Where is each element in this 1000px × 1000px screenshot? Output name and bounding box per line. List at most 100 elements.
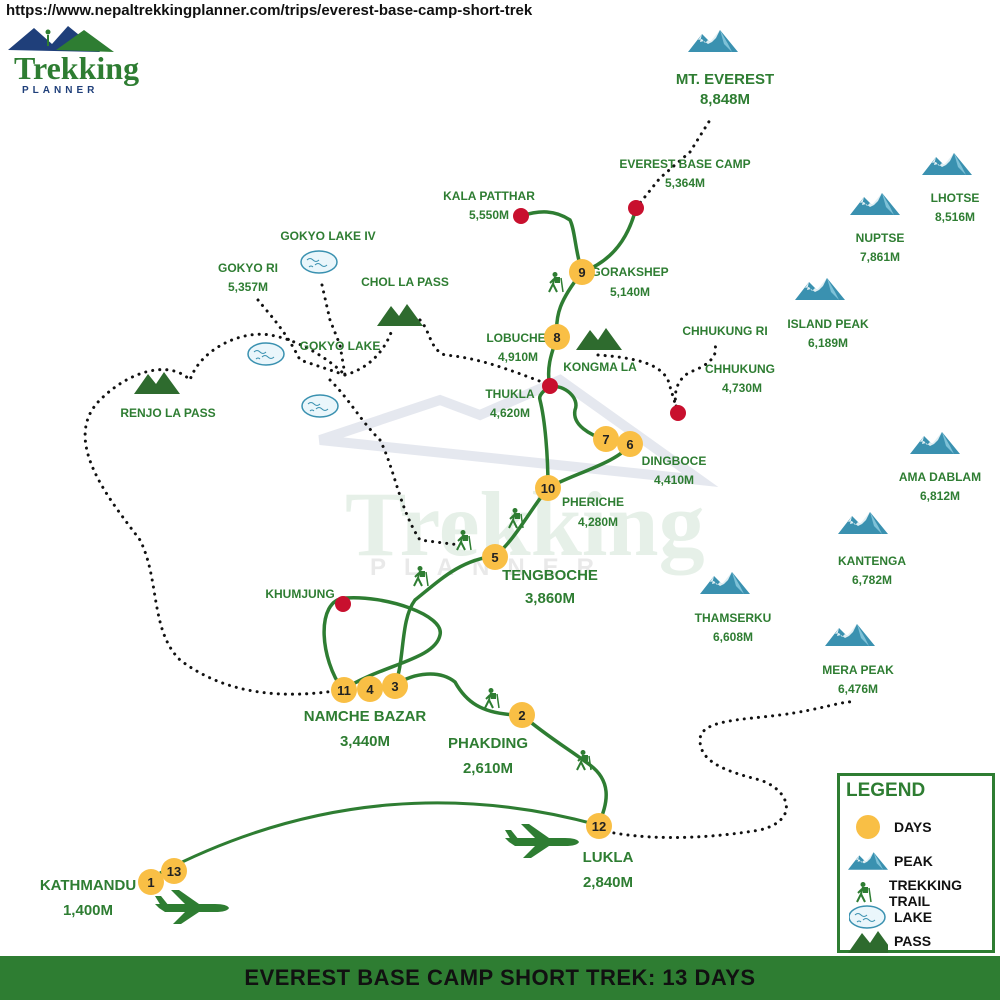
peak-name: THAMSERKU (695, 611, 772, 625)
place-name: LOBUCHE (486, 331, 545, 345)
trail-lukla-phakding (520, 713, 608, 827)
day-markers: 1 13 2 3 4 11 5 6 7 10 8 9 12 (138, 259, 643, 895)
peak-mt-everest: MT. EVEREST 8,848M (676, 30, 774, 108)
pass-name: RENJO LA PASS (120, 406, 215, 420)
legend-label: TREKKING TRAIL (888, 877, 963, 909)
map-legend: LEGEND DAYS PEAK TREKKING TRAIL LAKE PAS… (837, 773, 995, 953)
trail-gokyo-down (328, 378, 462, 547)
peak-elevation: 6,812M (920, 489, 960, 503)
trail-thukla-dingboche (548, 384, 608, 442)
place-name: LUKLA (583, 849, 634, 866)
place-name: TENGBOCHE (502, 567, 598, 584)
trekker-icon (548, 271, 564, 293)
trek-title: EVEREST BASE CAMP SHORT TREK: 13 DAYS (244, 965, 756, 990)
side-trails (83, 118, 857, 839)
day-marker: 5 (482, 544, 508, 570)
day-marker: 13 (161, 858, 187, 884)
place-elevation: 4,410M (654, 473, 694, 487)
place-elevation: 3,860M (525, 590, 575, 607)
trek-map: Trekking PLANNER (40, 30, 981, 924)
stop-marker (542, 378, 558, 394)
day-marker: 6 (617, 431, 643, 457)
day-number: 5 (491, 550, 498, 565)
peaks: MT. EVEREST 8,848M LHOTSE 8,516M NUPTSE … (676, 30, 981, 696)
day-number: 1 (147, 875, 154, 890)
trail-chol-thukla (418, 318, 552, 387)
place-name: GOKYO RI (218, 261, 278, 275)
company-logo: Trekking PLANNER (4, 22, 154, 100)
trail-gokyo-ri (256, 298, 347, 377)
peak-elevation: 6,608M (713, 630, 753, 644)
stop-marker (670, 405, 686, 421)
lakes: GOKYO LAKE IV GOKYO LAKE (247, 229, 380, 418)
day-marker: 11 (331, 677, 357, 703)
trail-phakding-namche (393, 672, 524, 717)
place-elevation: 5,357M (228, 280, 268, 294)
place-name: GORAKSHEP (591, 265, 668, 279)
day-number: 3 (391, 679, 398, 694)
place-elevation: 3,440M (340, 733, 390, 750)
logo-subtitle: PLANNER (22, 85, 99, 96)
passes: RENJO LA PASS CHOL LA PASS KONGMA LA (120, 275, 637, 420)
peak-icon (700, 572, 750, 594)
legend-label: LAKE (894, 909, 933, 925)
peak-thamserku: THAMSERKU 6,608M (695, 572, 772, 644)
day-marker: 7 (593, 426, 619, 452)
place-name: CHHUKUNG (705, 362, 775, 376)
lake-name: GOKYO LAKE IV (280, 229, 375, 243)
day-marker: 8 (544, 324, 570, 350)
plane-icon (155, 890, 229, 924)
peak-icon (795, 278, 845, 300)
place-elevation: 1,400M (63, 902, 113, 919)
lake-gokyo: GOKYO LAKE (300, 339, 380, 418)
day-marker: 1 (138, 869, 164, 895)
place-elevation: 4,730M (722, 381, 762, 395)
legend-item-lake: LAKE (848, 904, 932, 930)
peak-elevation: 6,782M (852, 573, 892, 587)
place-labels: EVEREST BASE CAMP 5,364M KALA PATTHAR 5,… (40, 157, 775, 919)
place-elevation: 5,364M (665, 176, 705, 190)
trail-renjo-loop (83, 332, 347, 696)
trail-namche-tengboche (393, 554, 497, 687)
day-marker: 4 (357, 676, 383, 702)
stop-marker (628, 200, 644, 216)
peak-icon (850, 193, 900, 215)
peak-elevation: 8,848M (700, 91, 750, 108)
place-elevation: 5,140M (610, 285, 650, 299)
pass-name: KONGMA LA (563, 360, 637, 374)
stop-marker (513, 208, 529, 224)
day-number: 7 (602, 432, 609, 447)
trail-gokyo-chol (343, 328, 394, 377)
peak-nuptse: NUPTSE 7,861M (850, 193, 904, 264)
day-number: 11 (337, 683, 351, 698)
plane-icon (505, 824, 579, 858)
peak-island-peak: ISLAND PEAK 6,189M (787, 278, 869, 350)
stop-markers (335, 200, 686, 612)
place-name: EVEREST BASE CAMP (619, 157, 750, 171)
lake-icon (300, 250, 338, 274)
place-name: PHERICHE (562, 495, 624, 509)
trail-mera (598, 700, 857, 839)
legend-label: PASS (894, 933, 932, 949)
trail-gokyo-lake-iv (320, 283, 347, 377)
trekker-icon (576, 749, 592, 771)
day-number: 2 (518, 708, 525, 723)
watermark-word: Trekking (345, 473, 705, 575)
place-elevation: 5,550M (469, 208, 509, 222)
peak-elevation: 6,476M (838, 682, 878, 696)
trail-kongma (596, 353, 680, 415)
pass-renjo-la: RENJO LA PASS (120, 372, 216, 420)
peak-name: LHOTSE (931, 191, 980, 205)
legend-item-pass: PASS (848, 928, 931, 954)
place-name: CHHUKUNG RI (682, 324, 767, 338)
logo-mountain-icon (8, 26, 114, 52)
peak-name: KANTENGA (838, 554, 906, 568)
legend-label: DAYS (894, 819, 932, 835)
trail-chhukung-ri (673, 343, 718, 415)
place-elevation: 4,620M (490, 406, 530, 420)
day-number: 12 (592, 819, 606, 834)
pass-chol-la: CHOL LA PASS (361, 275, 449, 326)
pass-icon (377, 304, 423, 326)
peak-icon (910, 432, 960, 454)
trail-ebc-everest (634, 118, 712, 210)
